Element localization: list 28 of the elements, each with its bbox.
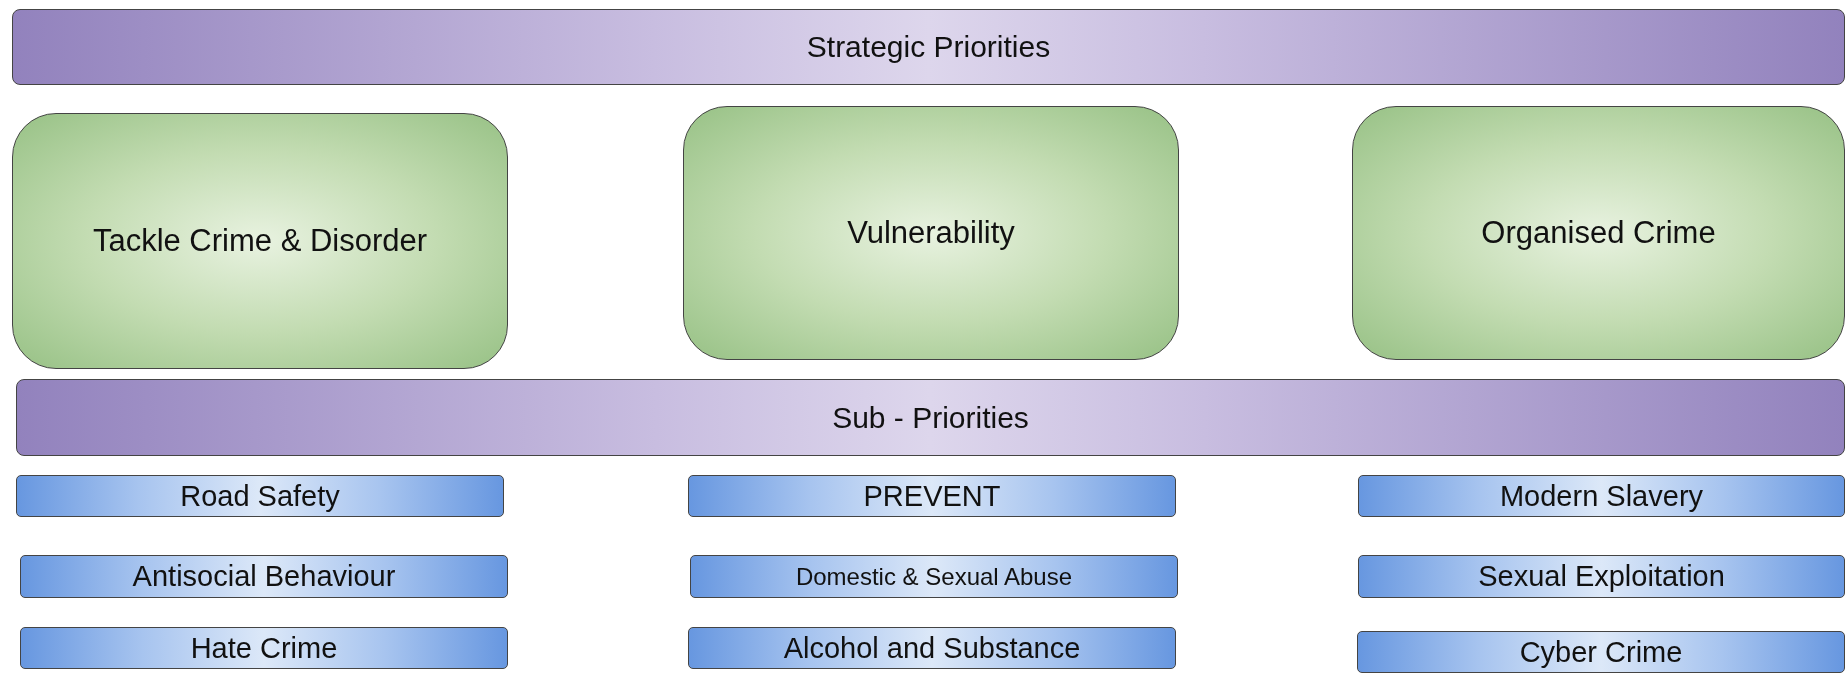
label: Organised Crime [1480,215,1717,251]
label: Sub - Priorities [831,400,1030,435]
sub-priority-box [688,475,1176,517]
priority-box [1352,106,1845,360]
header-band [12,9,1845,85]
sub-priority-box [1357,631,1845,673]
label: Road Safety [179,479,341,513]
label: Cyber Crime [1518,635,1684,669]
header-band [16,379,1845,456]
sub-priority-box [16,475,504,517]
label: Sexual Exploitation [1477,560,1726,593]
label: Modern Slavery [1498,479,1705,513]
label: Tackle Crime & Disorder [91,223,429,259]
label: Domestic & Sexual Abuse [794,562,1074,591]
sub-priority-box [690,555,1178,598]
label: Strategic Priorities [805,30,1052,64]
priority-box [12,113,508,369]
label: Antisocial Behaviour [131,560,397,593]
label: PREVENT [862,479,1002,513]
sub-priority-box [20,627,508,669]
label: Hate Crime [189,631,339,665]
label: Alcohol and Substance [782,631,1082,665]
sub-priority-box [20,555,508,598]
priority-box [683,106,1179,360]
label: Vulnerability [846,215,1016,251]
sub-priority-box [1358,555,1845,598]
sub-priority-box [688,627,1176,669]
sub-priority-box [1358,475,1845,517]
